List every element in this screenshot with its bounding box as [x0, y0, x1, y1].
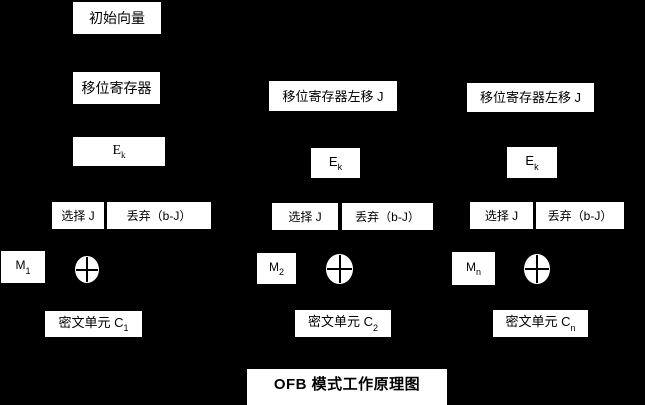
select-j-box-1: 选择 J	[52, 202, 104, 229]
ciphertext-box-1: 密文单元 C1	[45, 311, 142, 337]
ciphertext-base-3: 密文单元 C	[505, 314, 571, 330]
ek-label-2: Ek	[329, 155, 342, 172]
ek-subscript-2: k	[337, 162, 343, 173]
ciphertext-label-3: 密文单元 Cn	[505, 315, 575, 332]
select-j-label-2: 选择 J	[288, 209, 322, 224]
ek-base-1: E	[112, 142, 122, 158]
message-box-3: Mn	[452, 252, 495, 285]
ciphertext-base-1: 密文单元 C	[58, 314, 124, 330]
message-label-3: Mn	[465, 259, 481, 278]
message-base-3: M	[465, 259, 476, 274]
encryption-ek-box-1: Ek	[73, 137, 165, 166]
xor-icon	[326, 254, 353, 284]
discard-box-2: 丢弃（b-J）	[342, 203, 433, 230]
shift-register-label-1: 移位寄存器	[81, 80, 152, 96]
ciphertext-subscript-1: 1	[123, 323, 129, 334]
ciphertext-subscript-2: 2	[373, 322, 379, 333]
shift-register-label-3: 移位寄存器左移 J	[479, 90, 582, 105]
diagram-title: OFB 模式工作原理图	[247, 369, 447, 405]
ek-subscript-3: k	[534, 161, 539, 172]
ciphertext-box-3: 密文单元 Cn	[493, 310, 588, 337]
message-box-2: M2	[257, 253, 296, 284]
xor-icon	[75, 256, 99, 283]
select-j-label-3: 选择 J	[484, 208, 519, 223]
xor-icon	[524, 254, 550, 284]
message-label-2: M2	[268, 259, 284, 278]
ek-base-3: E	[525, 153, 535, 169]
shift-register-box-3: 移位寄存器左移 J	[467, 83, 594, 112]
initial-vector-label: 初始向量	[89, 10, 145, 26]
diagram-title-label: OFB 模式工作原理图	[273, 376, 421, 393]
message-subscript-2: 2	[278, 267, 284, 278]
shift-register-box-1: 移位寄存器	[73, 72, 160, 104]
ciphertext-label-1: 密文单元 C1	[58, 316, 128, 333]
message-base-2: M	[268, 259, 279, 274]
message-base-1: M	[15, 258, 26, 273]
discard-label-1: 丢弃（b-J）	[126, 208, 192, 223]
ciphertext-base-2: 密文单元 C	[307, 314, 373, 330]
select-j-label-1: 选择 J	[61, 208, 95, 223]
select-j-box-3: 选择 J	[470, 202, 533, 229]
ek-base-2: E	[328, 153, 338, 169]
encryption-ek-box-2: Ek	[311, 148, 360, 178]
discard-box-1: 丢弃（b-J）	[107, 202, 211, 229]
shift-register-box-2: 移位寄存器左移 J	[269, 81, 397, 111]
ek-label-1: Ek	[112, 142, 126, 161]
ciphertext-box-2: 密文单元 C2	[295, 310, 391, 337]
encryption-ek-box-3: Ek	[507, 147, 557, 178]
ciphertext-label-2: 密文单元 C2	[308, 315, 378, 332]
ek-subscript-1: k	[121, 150, 126, 161]
discard-box-3: 丢弃（b-J）	[536, 202, 624, 229]
message-label-1: M1	[15, 258, 31, 276]
ciphertext-subscript-3: n	[570, 322, 576, 333]
select-j-box-2: 选择 J	[272, 203, 338, 230]
shift-register-label-2: 移位寄存器左移 J	[282, 88, 384, 104]
message-subscript-1: 1	[25, 265, 31, 276]
discard-label-2: 丢弃（b-J）	[355, 209, 420, 224]
initial-vector-box: 初始向量	[73, 2, 161, 34]
ek-label-3: Ek	[525, 154, 538, 171]
discard-label-3: 丢弃（b-J）	[547, 208, 613, 223]
message-subscript-3: n	[475, 267, 481, 278]
message-box-1: M1	[1, 251, 45, 283]
